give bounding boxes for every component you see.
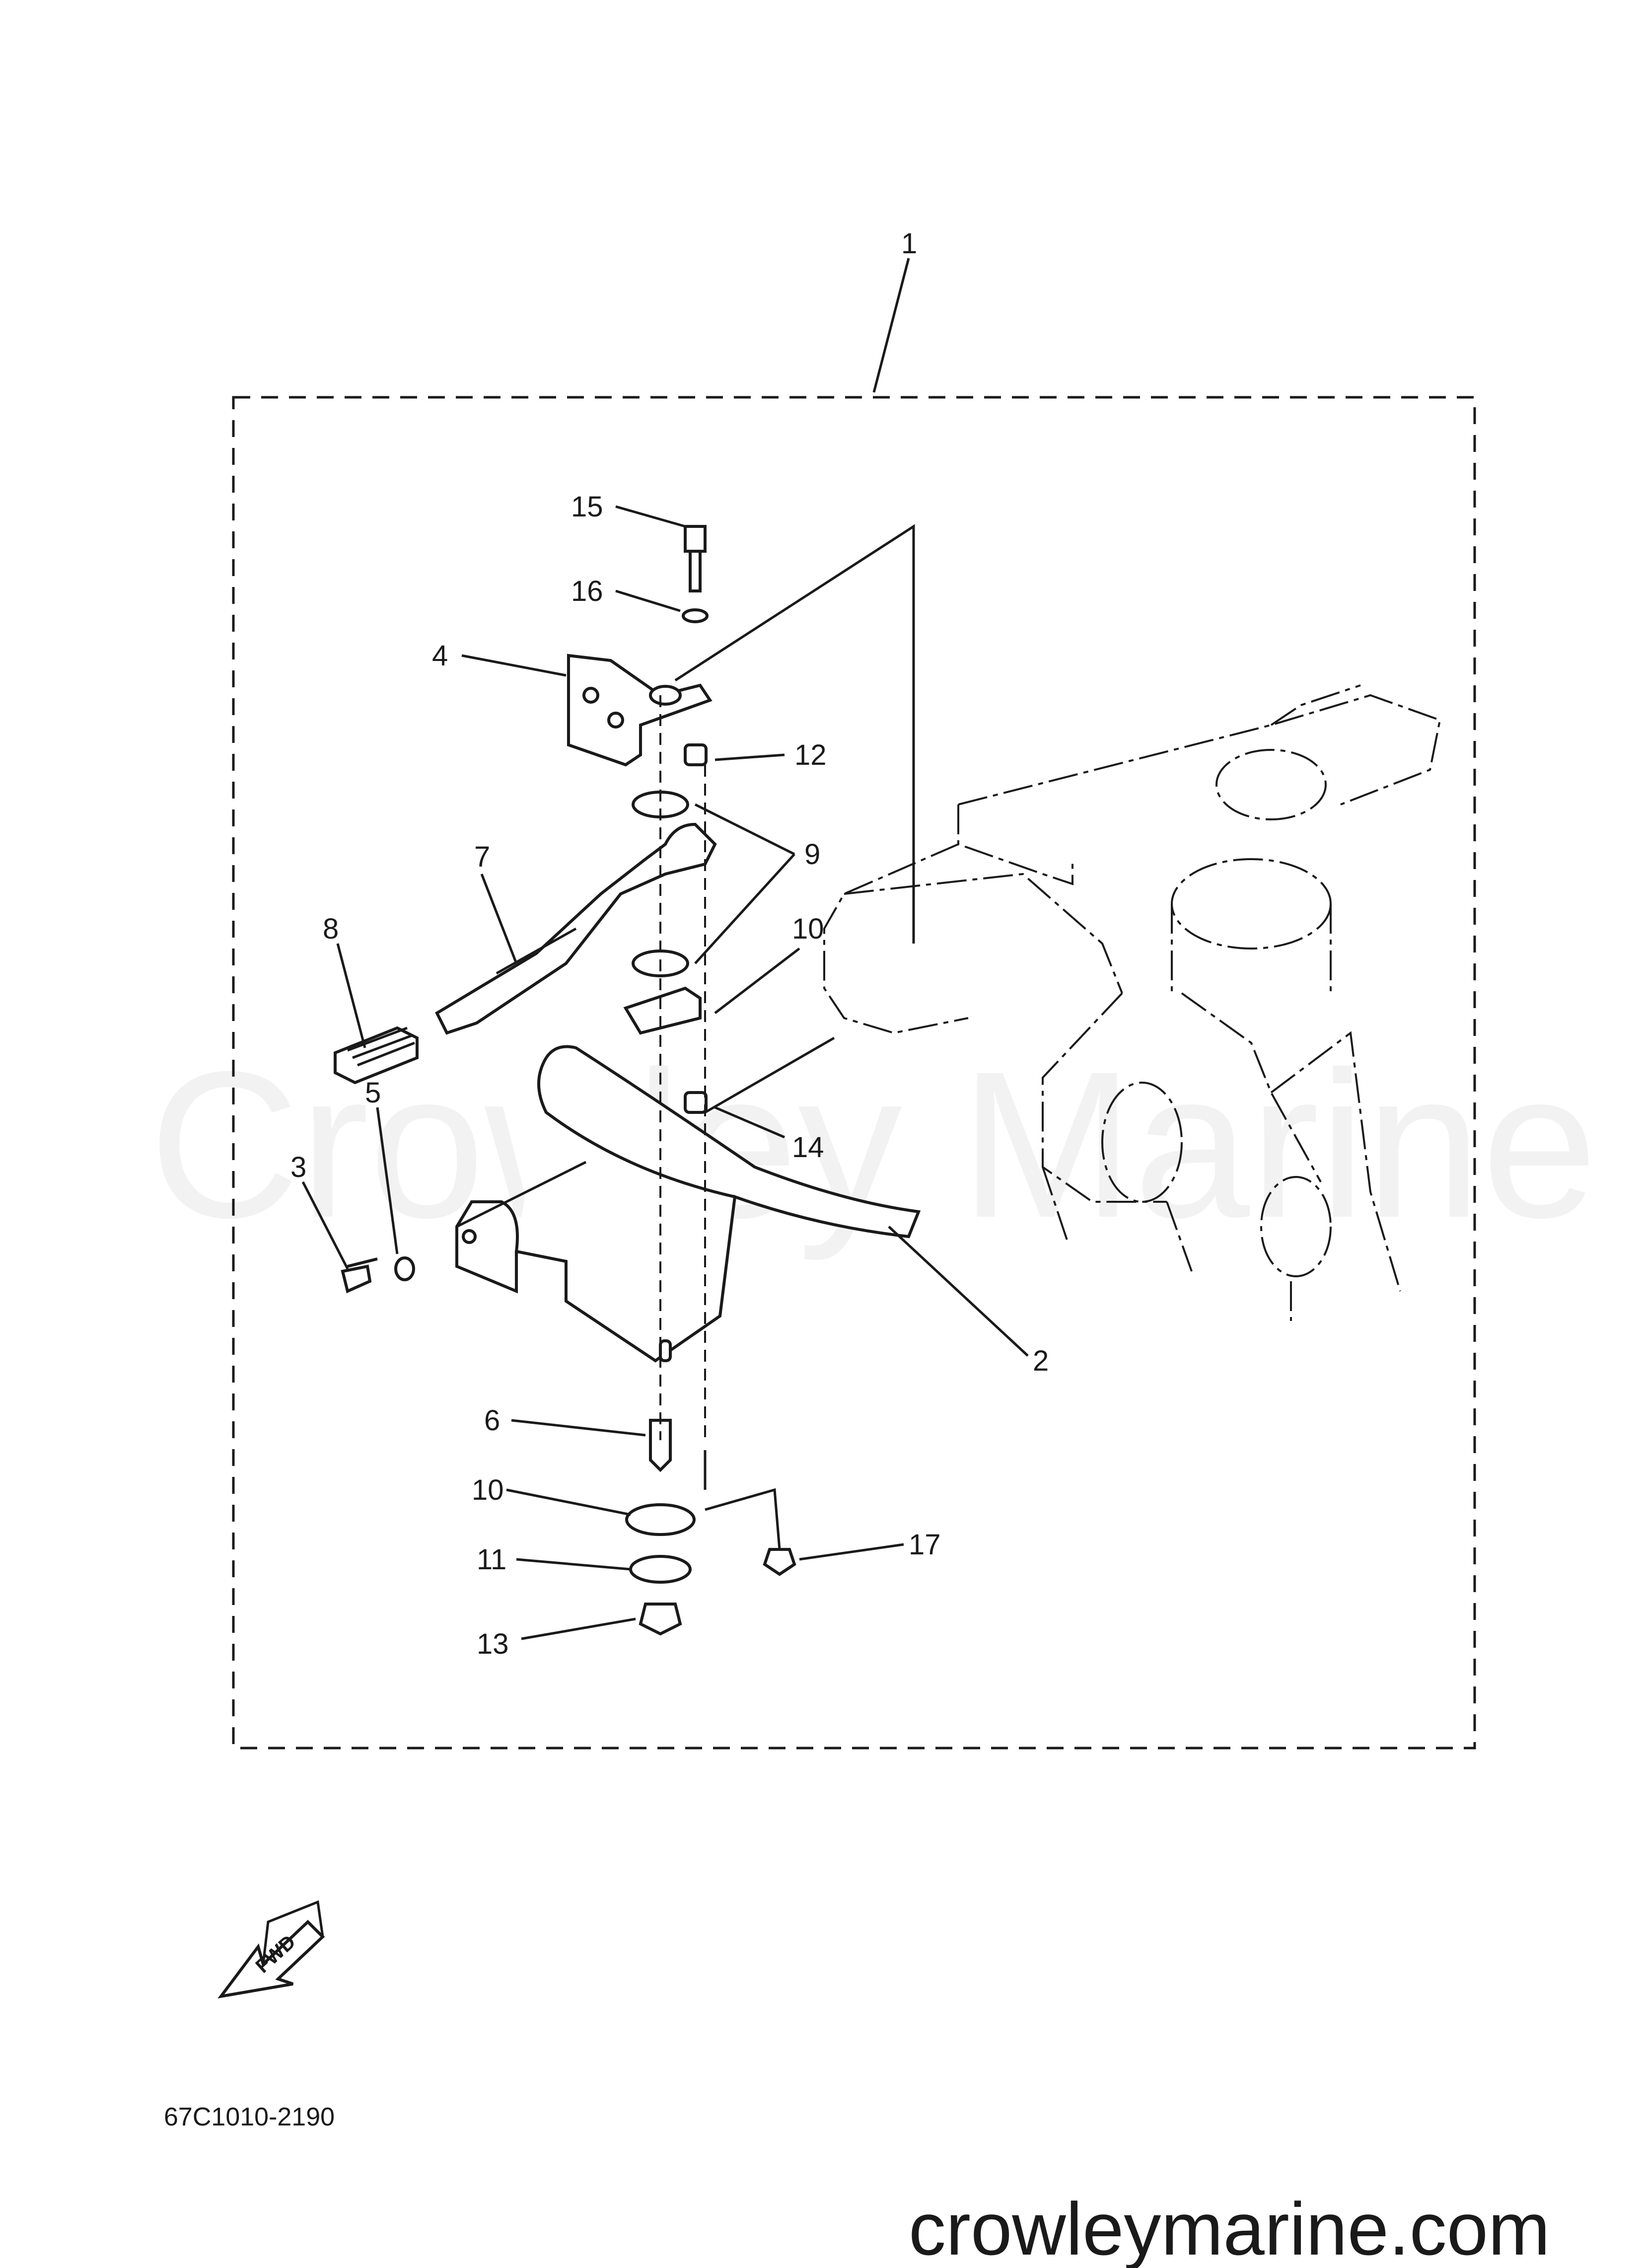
- site-url: crowleymarine.com: [909, 2187, 1550, 2268]
- callout-17: 17: [909, 1529, 941, 1561]
- swivel-bracket-phantom: [823, 684, 1441, 1321]
- callout-numbers: 1 15 16 4 12 9 7 10 8 14 5 3 2 6 10 11 1…: [290, 227, 1049, 1660]
- callout-6: 6: [484, 1404, 500, 1437]
- callout-15: 15: [571, 491, 603, 523]
- callout-4: 4: [432, 640, 448, 672]
- callout-1: 1: [901, 227, 917, 260]
- callout-11: 11: [477, 1543, 506, 1576]
- bracket-plate: [455, 1045, 921, 1363]
- callout-10-lower: 10: [472, 1474, 504, 1506]
- callout-16: 16: [571, 575, 603, 607]
- callout-3: 3: [290, 1151, 306, 1183]
- callout-14: 14: [792, 1131, 824, 1164]
- callout-2: 2: [1033, 1345, 1049, 1377]
- upper-bracket: [567, 654, 713, 767]
- callout-8: 8: [323, 913, 339, 945]
- callout-13: 13: [477, 1628, 509, 1660]
- callout-12: 12: [794, 739, 827, 771]
- drawing-code: 67C1010-2190: [164, 2103, 335, 2131]
- callout-7: 7: [474, 841, 490, 873]
- assembly-frame: [232, 396, 1476, 1750]
- fwd-arrow-icon: FWD: [217, 1900, 325, 1999]
- shim-lever: [435, 822, 717, 1035]
- callout-9: 9: [804, 838, 820, 871]
- callout-10-upper: 10: [792, 913, 824, 945]
- assembly-guide-lines: [659, 524, 915, 1550]
- anode-block: [334, 1026, 419, 1085]
- fastener-parts: [341, 525, 796, 1636]
- callout-5: 5: [365, 1077, 381, 1109]
- leader-lines: [301, 258, 1029, 1640]
